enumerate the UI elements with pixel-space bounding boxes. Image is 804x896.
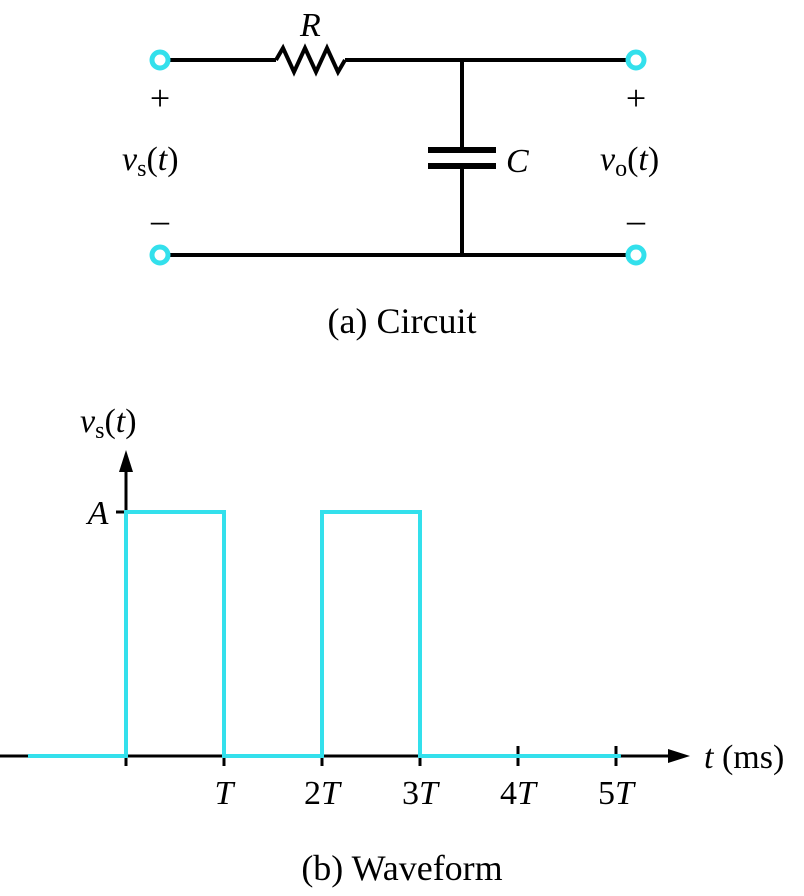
x-tick-label: 4T: [500, 775, 538, 812]
output-minus-sign: –: [626, 200, 646, 240]
x-axis-label: t (ms): [704, 739, 784, 776]
x-tick-label: 3T: [402, 775, 440, 812]
output-voltage-label: vo(t): [600, 141, 659, 182]
circuit-diagram: [168, 43, 628, 257]
input-voltage-label: vs(t): [122, 141, 179, 182]
output-terminal-top: [625, 49, 647, 71]
y-axis-arrowhead: [119, 450, 133, 472]
waveform-caption: (b) Waveform: [301, 848, 502, 888]
capacitor-label: C: [506, 143, 529, 180]
x-tick-label: 2T: [304, 775, 342, 812]
amplitude-label: A: [86, 495, 109, 532]
terminals: [149, 49, 647, 266]
input-minus-sign: –: [150, 200, 170, 240]
resistor-label: R: [299, 7, 321, 44]
x-tick-labels: T 2T 3T 4T 5T: [215, 775, 637, 812]
x-axis-arrowhead: [668, 749, 690, 763]
output-plus-sign: +: [626, 78, 646, 118]
x-tick-label: 5T: [598, 775, 636, 812]
input-plus-sign: +: [150, 78, 170, 118]
circuit-caption: (a) Circuit: [328, 301, 477, 341]
pulse-signal: [28, 510, 621, 758]
resistor: [274, 43, 347, 77]
input-terminal-bottom: [149, 244, 171, 266]
output-terminal-bottom: [625, 244, 647, 266]
y-axis-label: vs(t): [80, 403, 137, 444]
x-tick-label: T: [215, 775, 236, 812]
input-terminal-top: [149, 49, 171, 71]
